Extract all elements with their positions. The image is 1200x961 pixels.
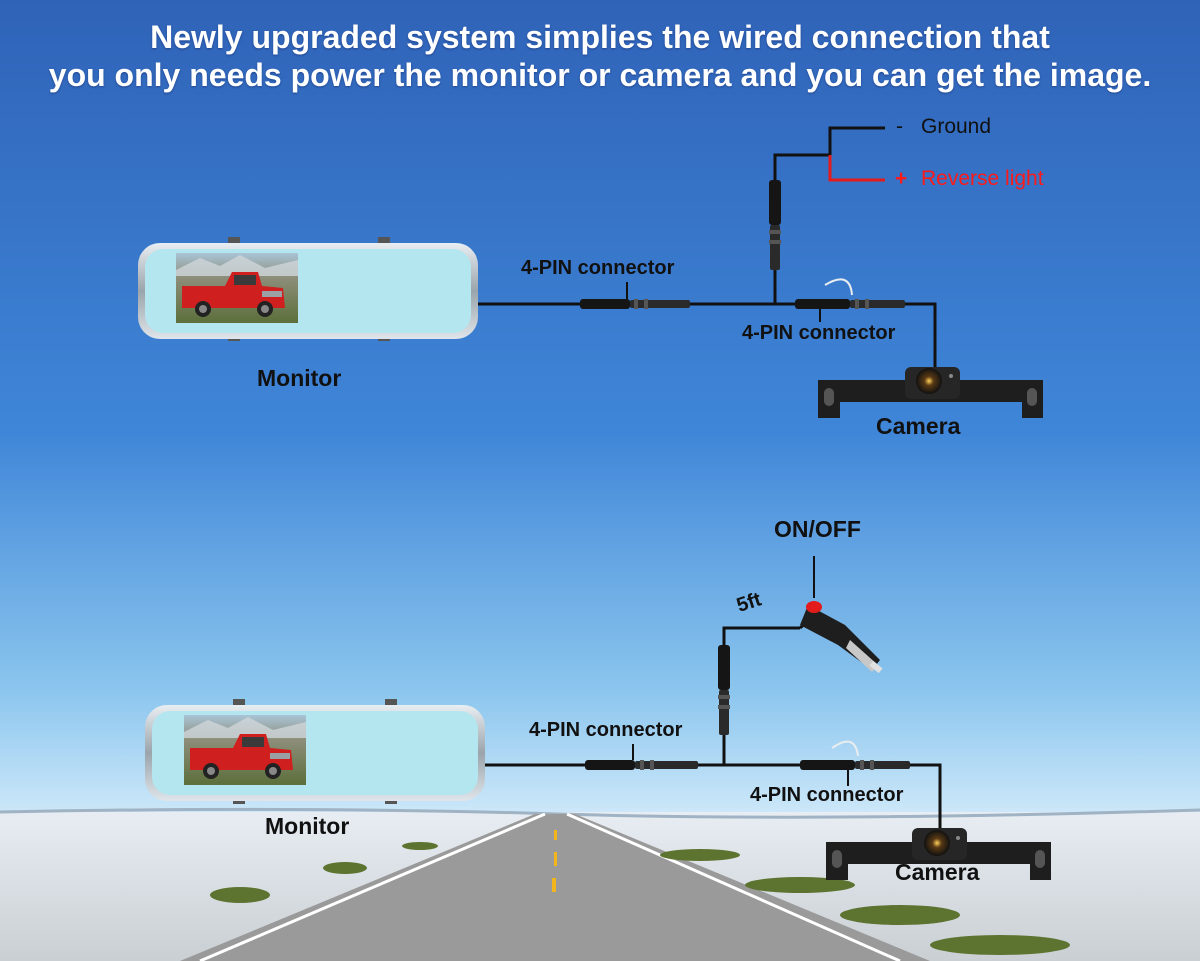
ground-label: Ground [921, 115, 992, 138]
camera-lens [924, 830, 950, 856]
road-edge-left [199, 812, 546, 961]
monitor-bottom [145, 699, 485, 804]
connector-label-top-left: 4-PIN connector [521, 257, 675, 279]
camera-label-bottom: Camera [895, 859, 980, 885]
camera-top [818, 367, 1043, 418]
headline-line-2: you only needs power the monitor or came… [48, 57, 1152, 93]
connector-top-left [580, 282, 690, 309]
truck-image [182, 272, 285, 317]
connector-label-bottom-left: 4-PIN connector [529, 719, 683, 741]
ground-sign: - [896, 115, 903, 138]
reverse-light-label: Reverse light [921, 167, 1044, 190]
monitor-label-top: Monitor [257, 365, 342, 391]
connector-label-top-right: 4-PIN connector [742, 322, 896, 344]
connector-bottom-left [585, 744, 698, 770]
reverse-light-sign: + [895, 167, 908, 190]
cigarette-lighter-plug [799, 556, 883, 674]
connector-label-bottom-right: 4-PIN connector [750, 784, 904, 806]
monitor-top [138, 237, 478, 341]
road-center-line [552, 830, 557, 892]
connector-bottom-vertical [718, 645, 730, 735]
wire-to-camera [910, 763, 942, 832]
top-diagram [138, 126, 1043, 418]
truck-image [190, 734, 293, 779]
connector-top-vertical [769, 180, 781, 270]
camera-bottom [826, 828, 1051, 880]
connector-bottom-right [800, 740, 910, 786]
reverse-light-wire [828, 155, 885, 182]
wire-to-camera [905, 302, 937, 370]
camera-lens [916, 368, 942, 394]
monitor-label-bottom: Monitor [265, 813, 350, 839]
camera-label-top: Camera [876, 413, 961, 439]
road-edge-right [566, 812, 901, 961]
roadside-shrubs [210, 842, 1070, 955]
on-off-label: ON/OFF [774, 516, 861, 542]
ground-wire [828, 126, 885, 155]
headline-line-1: Newly upgraded system simplies the wired… [150, 19, 1050, 55]
connector-top-right [795, 278, 905, 322]
power-switch-button [806, 601, 822, 613]
bottom-diagram [145, 556, 1051, 880]
